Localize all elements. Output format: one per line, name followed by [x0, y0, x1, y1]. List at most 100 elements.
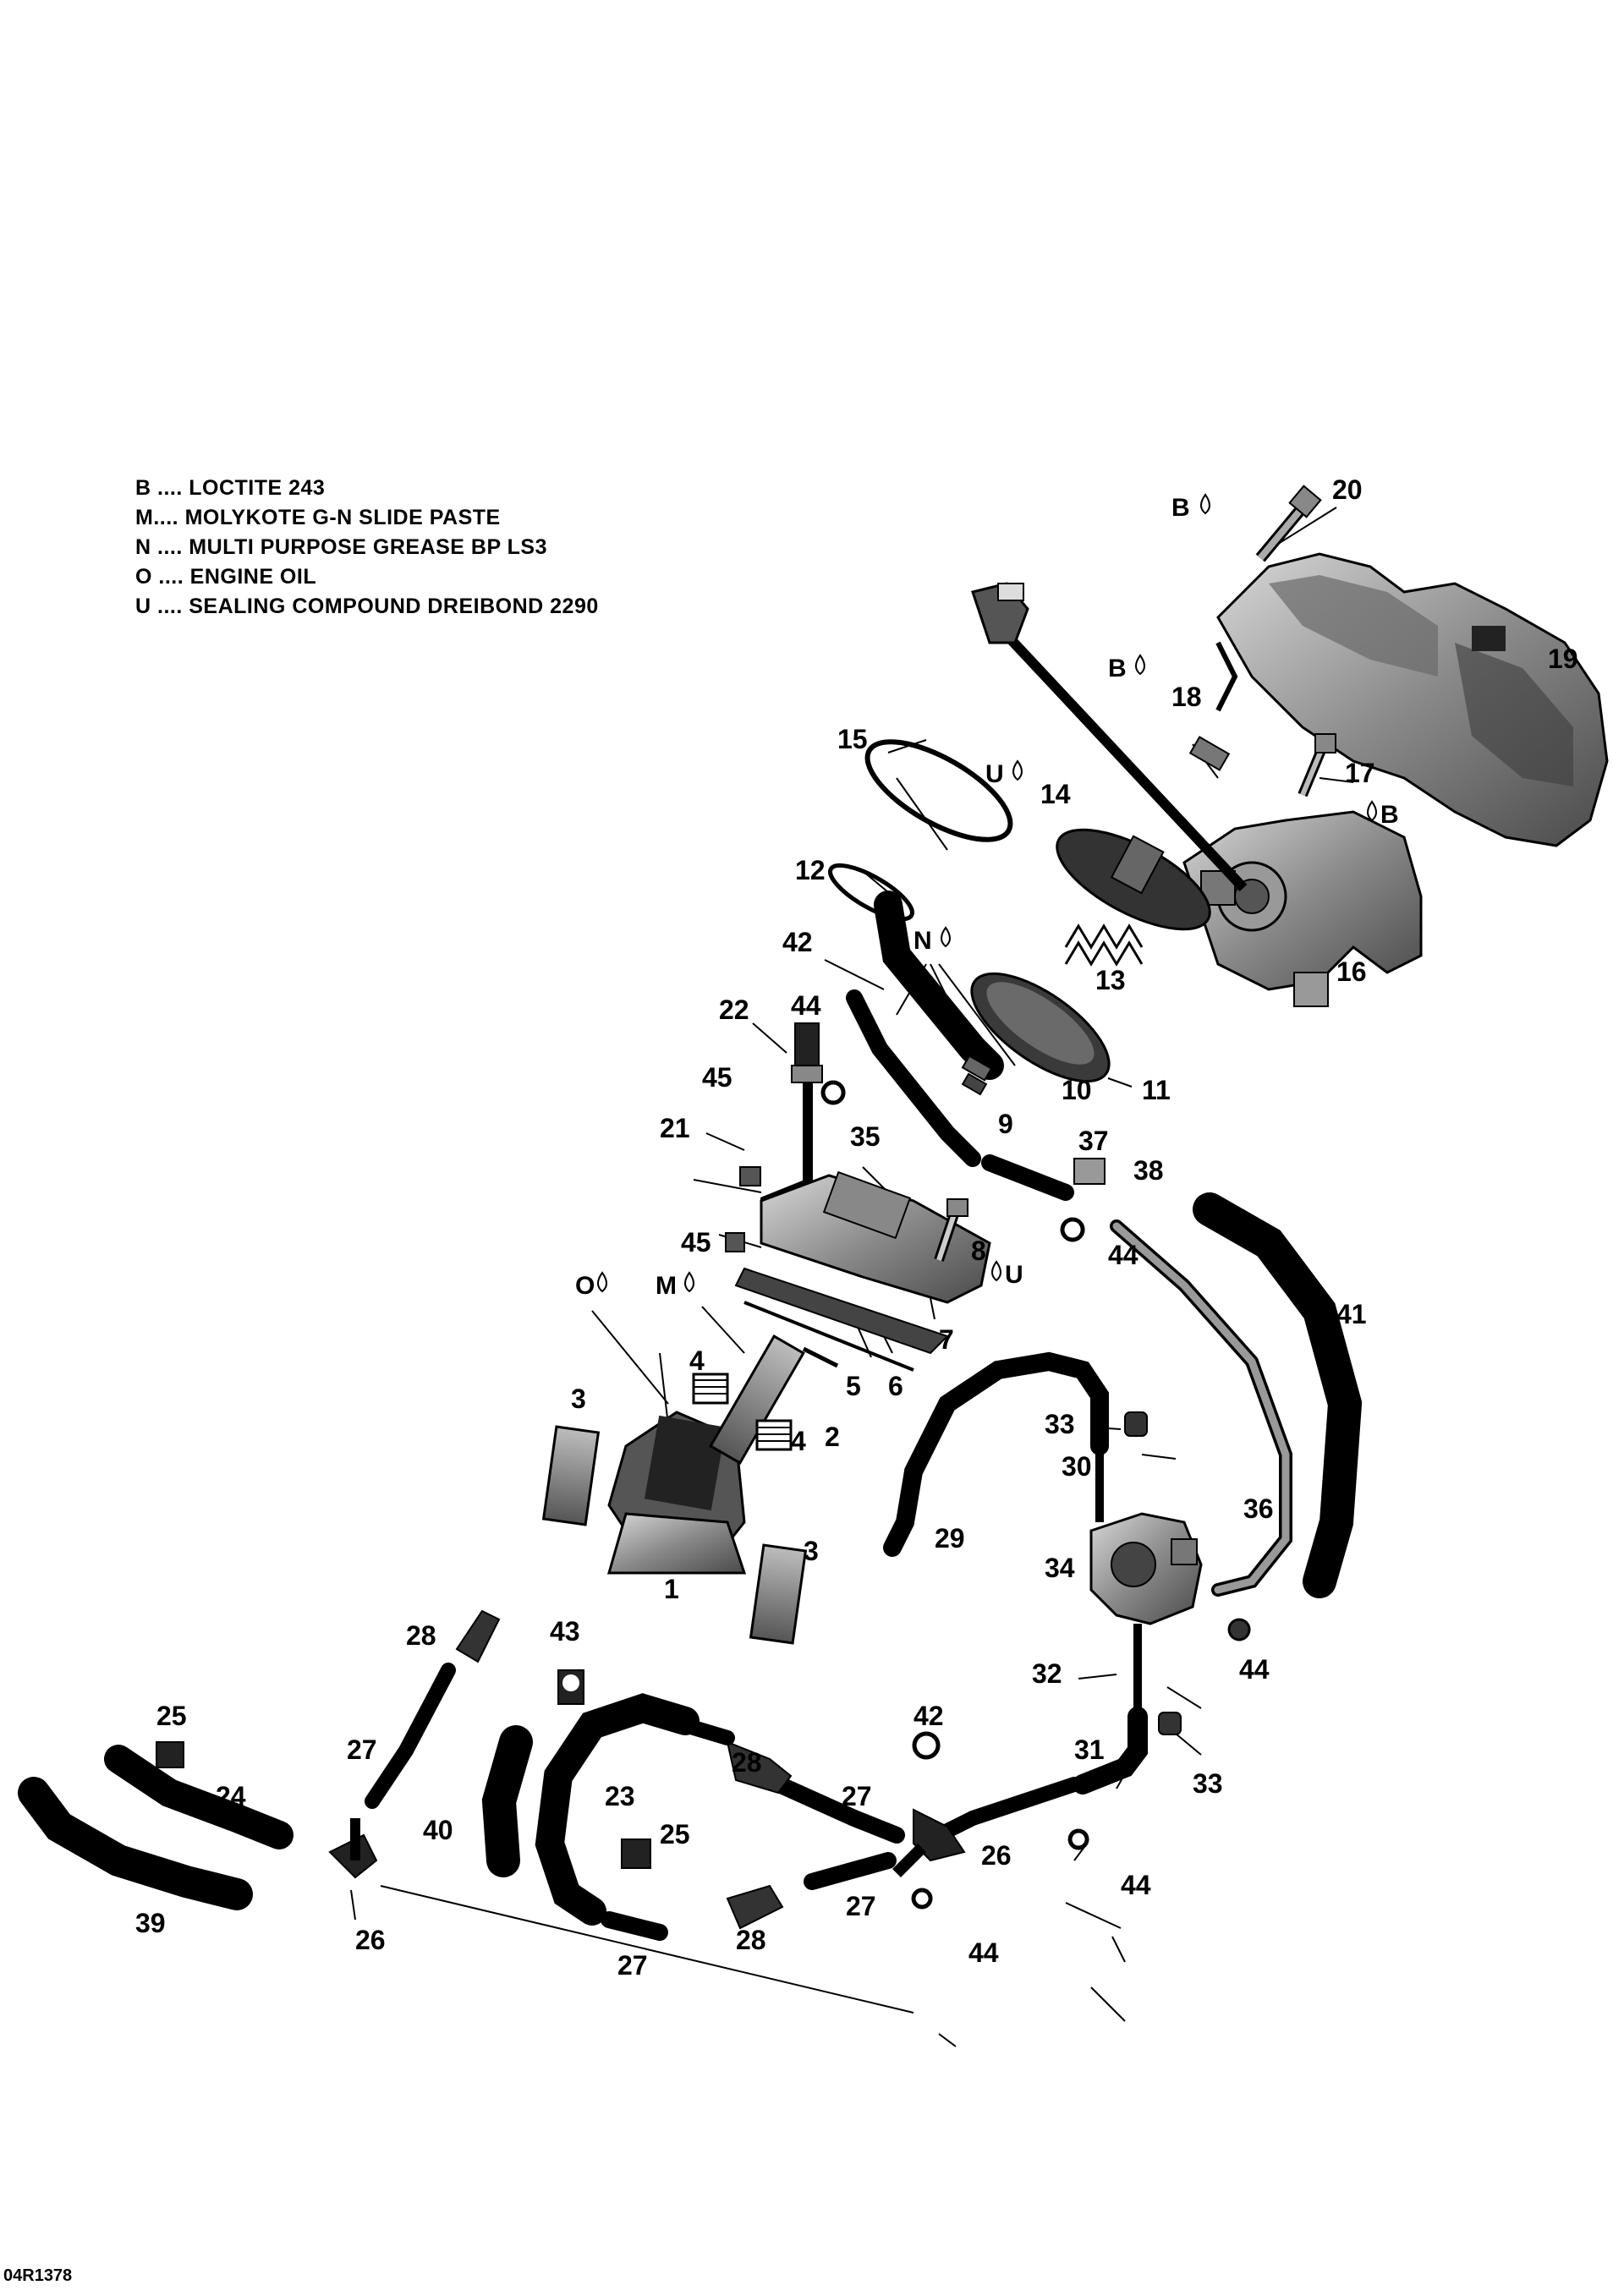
screw-part-17: [1298, 733, 1336, 797]
shaft-part-2: [709, 1334, 805, 1466]
drop-icon: [684, 1271, 694, 1293]
symbol-m-2: M: [656, 1272, 677, 1300]
callout-4: 4: [689, 1345, 705, 1376]
hose-part-39: [18, 1777, 253, 1910]
hose-part-29: [896, 1351, 1109, 1532]
legend-row-m: M.... MOLYKOTE G-N SLIDE PASTE: [135, 506, 501, 529]
callout-24: 24: [216, 1781, 246, 1811]
inline-part-28-mid: [726, 1740, 793, 1795]
callout-27-b: 27: [842, 1781, 872, 1811]
disc-part-11: [970, 972, 1111, 1083]
drop-icon: [1135, 654, 1145, 676]
callout-41: 41: [1336, 1299, 1367, 1329]
part-callouts: 20 19 18 17 16 15 14 13 12 11 42 10 9 22…: [135, 474, 1578, 1981]
drop-icon: [1200, 493, 1210, 515]
symbol-b-18: B: [1108, 655, 1127, 682]
valve-part-22: [791, 1022, 823, 1083]
inline-part-28-bottom: [726, 1884, 784, 1930]
cap-part-45b: [725, 1232, 745, 1252]
legend-row-n: N .... MULTI PURPOSE GREASE BP LS3: [135, 535, 548, 559]
callout-36: 36: [1243, 1493, 1274, 1524]
cap-part-45a: [739, 1166, 761, 1186]
legend-row-u: U .... SEALING COMPOUND DREIBOND 2290: [135, 595, 599, 618]
symbol-n-10: N: [914, 927, 932, 955]
screw-part-20: [1255, 485, 1322, 562]
callout-8: 8: [971, 1236, 986, 1266]
callout-28-c: 28: [736, 1925, 766, 1955]
clip-part-42b: [912, 1731, 941, 1760]
callout-35: 35: [850, 1121, 881, 1152]
hose-part-42: [874, 890, 1004, 1080]
gasket-part-6: [743, 1301, 914, 1372]
clip-part-44d: [1067, 1828, 1089, 1850]
spring-part-13: [1064, 923, 1144, 967]
callout-13: 13: [1095, 965, 1126, 995]
hose-part-24: [104, 1745, 294, 1849]
callout-33: 33: [1045, 1409, 1075, 1439]
callout-32: 32: [1032, 1658, 1062, 1689]
callout-3-b: 3: [804, 1536, 819, 1566]
callout-18: 18: [1171, 682, 1202, 712]
callout-9: 9: [998, 1109, 1013, 1139]
legend-row-b: B .... LOCTITE 243: [135, 476, 326, 500]
clip-part-25b: [621, 1838, 651, 1869]
callout-27-d: 27: [846, 1891, 876, 1921]
pump-part-34: [1089, 1512, 1203, 1625]
callout-19: 19: [1548, 644, 1578, 674]
callout-14: 14: [1040, 779, 1071, 809]
drop-icon: [991, 1260, 1001, 1282]
callout-26-b: 26: [355, 1925, 386, 1955]
callout-30: 30: [1062, 1451, 1092, 1482]
callout-42: 42: [782, 927, 813, 957]
callout-31: 31: [1074, 1734, 1105, 1765]
callout-26: 26: [981, 1840, 1012, 1871]
clip-part-44b: [1060, 1217, 1085, 1242]
callout-39: 39: [135, 1908, 166, 1938]
callout-7: 7: [939, 1324, 954, 1355]
screw-part-18: [1188, 736, 1231, 771]
hose-part-23: [535, 1693, 700, 1926]
callout-45: 45: [702, 1062, 732, 1093]
tee-part-26-left: [328, 1818, 378, 1879]
figure-id: 04R1378: [3, 2266, 73, 2285]
callout-44-d: 44: [1121, 1870, 1151, 1900]
tee-part-26-right: [892, 1808, 966, 1877]
pin-part-5: [802, 1346, 839, 1368]
oring-part-15: [864, 739, 1013, 842]
callout-22: 22: [719, 995, 749, 1025]
callout-21: 21: [660, 1113, 690, 1143]
valve-body-plate: [734, 1170, 991, 1355]
callout-4-b: 4: [791, 1426, 806, 1456]
symbol-b-20: B: [1171, 494, 1190, 522]
valve-housing-part-16: [971, 582, 1423, 1007]
callout-1: 1: [664, 1574, 679, 1604]
hose-part-37: [981, 1154, 1074, 1201]
callout-45-b: 45: [681, 1227, 711, 1258]
cap-part-33b: [1158, 1712, 1182, 1735]
callout-43: 43: [550, 1616, 580, 1647]
callout-15: 15: [837, 724, 868, 754]
clip-part-44e: [911, 1888, 933, 1910]
callout-40: 40: [423, 1815, 453, 1845]
callout-10: 10: [1062, 1075, 1092, 1105]
hose-part-27-top: [365, 1663, 456, 1809]
hose-part-27-bottom-left: [601, 1911, 668, 1941]
spring-part-4: [692, 1373, 793, 1451]
callout-33-b: 33: [1193, 1768, 1223, 1799]
callout-2: 2: [825, 1422, 840, 1452]
slide-assembly-part-1: [607, 1411, 747, 1575]
callout-12: 12: [795, 855, 826, 885]
callout-38: 38: [1133, 1155, 1164, 1186]
elbow-part-31: [1073, 1707, 1148, 1795]
hose-part-27-mid: [761, 1772, 905, 1844]
hose-part-41: [1193, 1192, 1363, 1598]
callout-44: 44: [791, 990, 821, 1021]
callout-25-b: 25: [660, 1819, 690, 1849]
clamp-part-43: [557, 1669, 584, 1705]
symbol-o-2: O: [575, 1272, 595, 1300]
pin-part-9: [961, 1072, 988, 1096]
material-symbols: B B B U N U O M: [575, 493, 1399, 1300]
callout-28-b: 28: [732, 1747, 762, 1778]
clip-part-44a: [820, 1080, 846, 1105]
callout-27-c: 27: [617, 1950, 648, 1981]
